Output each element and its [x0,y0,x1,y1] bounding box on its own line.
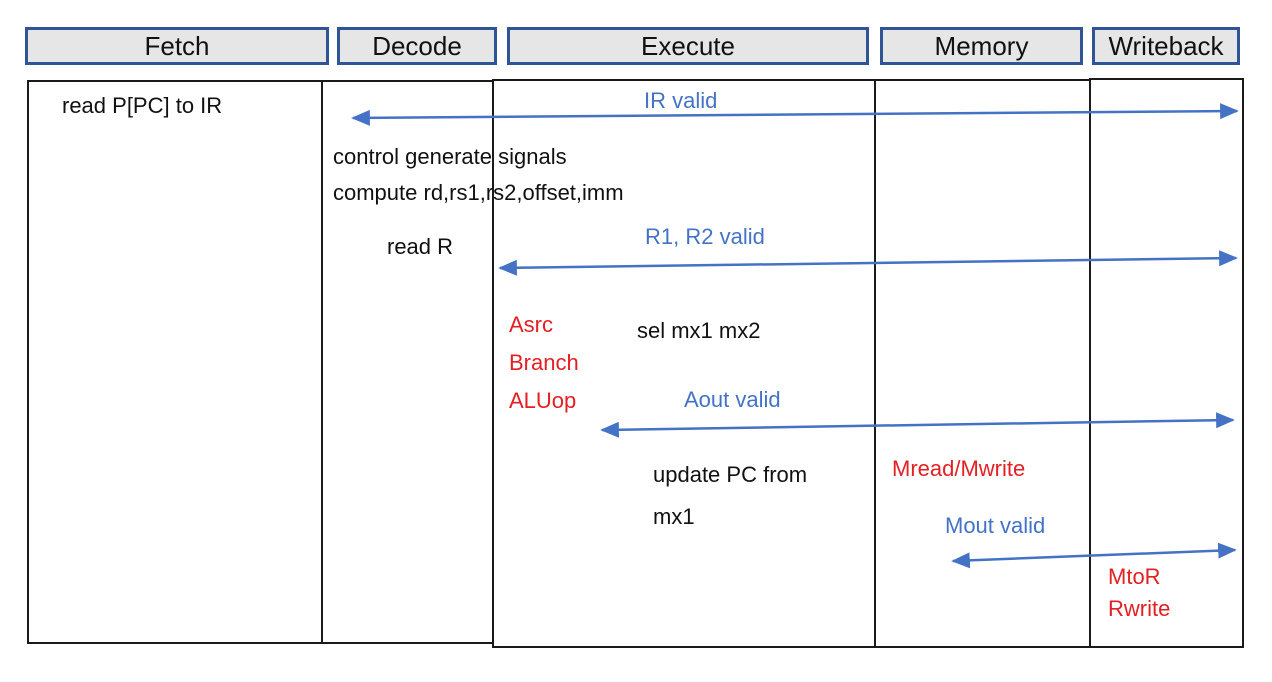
execute-control-signals-label: Asrc Branch ALUop [509,306,579,420]
stage-header-fetch: Fetch [25,27,329,65]
mtor-label: MtoR [1108,564,1161,589]
sel-mux-label: sel mx1 mx2 [637,318,761,343]
read-r-label: read R [387,234,454,259]
mout-valid-arrow [951,542,1237,569]
branch-label: Branch [509,350,579,375]
stage-header-writeback: Writeback [1092,27,1240,65]
r1-r2-valid-label: R1, R2 valid [645,224,765,249]
stage-header-memory: Memory [880,27,1083,65]
stage-header-decode: Decode [337,27,497,65]
fetch-action-label: read P[PC] to IR [62,93,223,118]
stage-header-execute: Execute [507,27,869,65]
decode-action-line1: control generate signals [333,144,567,169]
update-pc-label: update PC from mx1 [653,454,807,538]
memory-control-signals-label: Mread/Mwrite [892,456,1026,481]
ir-valid-label: IR valid [644,88,718,113]
mout-valid-label: Mout valid [945,513,1046,538]
update-pc-line2: mx1 [653,504,695,529]
r1-r2-valid-arrow [498,250,1238,276]
decode-actions-label: control generate signals compute rd,rs1,… [333,139,624,211]
pipeline-grid [27,78,1244,648]
update-pc-line1: update PC from [653,462,808,487]
rwrite-label: Rwrite [1108,596,1171,621]
aluop-label: ALUop [509,388,577,413]
ir-valid-arrow [351,103,1239,126]
writeback-control-signals-label: MtoR Rwrite [1108,561,1170,625]
aout-valid-label: Aout valid [684,387,781,412]
decode-action-line2: compute rd,rs1,rs2,offset,imm [333,180,624,205]
asrc-label: Asrc [509,312,553,337]
aout-valid-arrow [600,412,1235,438]
